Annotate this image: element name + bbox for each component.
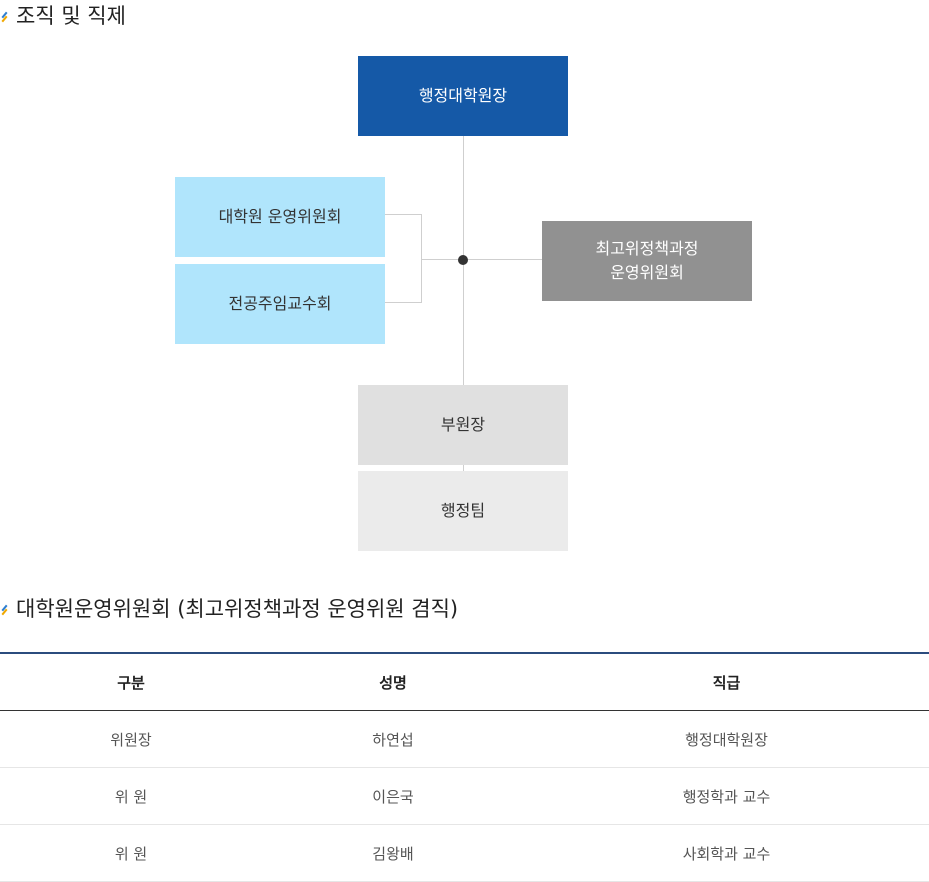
org-box-committee: 대학원 운영위원회 — [175, 177, 385, 257]
cell-name: 하연섭 — [262, 710, 524, 768]
col-header-name: 성명 — [262, 652, 524, 711]
col-header-category: 구분 — [0, 652, 262, 711]
cell-position: 행정학과 교수 — [524, 767, 929, 825]
org-box-vice-dean: 부원장 — [358, 385, 568, 465]
org-box-admin-team: 행정팀 — [358, 471, 568, 551]
cell-category: 위 원 — [0, 824, 262, 882]
org-box-faculty: 전공주임교수회 — [175, 264, 385, 344]
bullet-icon — [0, 601, 10, 615]
col-header-position: 직급 — [524, 652, 929, 711]
org-box-dean: 행정대학원장 — [358, 56, 568, 136]
connector-dot — [458, 255, 468, 265]
cell-name: 김왕배 — [262, 824, 524, 882]
cell-position: 행정대학원장 — [524, 710, 929, 768]
cell-name: 이은국 — [262, 767, 524, 825]
cell-position: 사회학과 교수 — [524, 824, 929, 882]
section-title-committee: 대학원운영위원회 (최고위정책과정 운영위원 겸직) — [0, 593, 458, 623]
section-title-organization: 조직 및 직제 — [0, 0, 126, 30]
connector-vertical — [463, 135, 464, 471]
cell-category: 위원장 — [0, 710, 262, 768]
connector-bracket-top — [385, 214, 421, 215]
bullet-icon — [0, 8, 10, 22]
connector-horizontal — [421, 259, 542, 260]
connector-bracket-bottom — [385, 302, 421, 303]
cell-category: 위 원 — [0, 767, 262, 825]
connector-bracket — [421, 214, 422, 303]
